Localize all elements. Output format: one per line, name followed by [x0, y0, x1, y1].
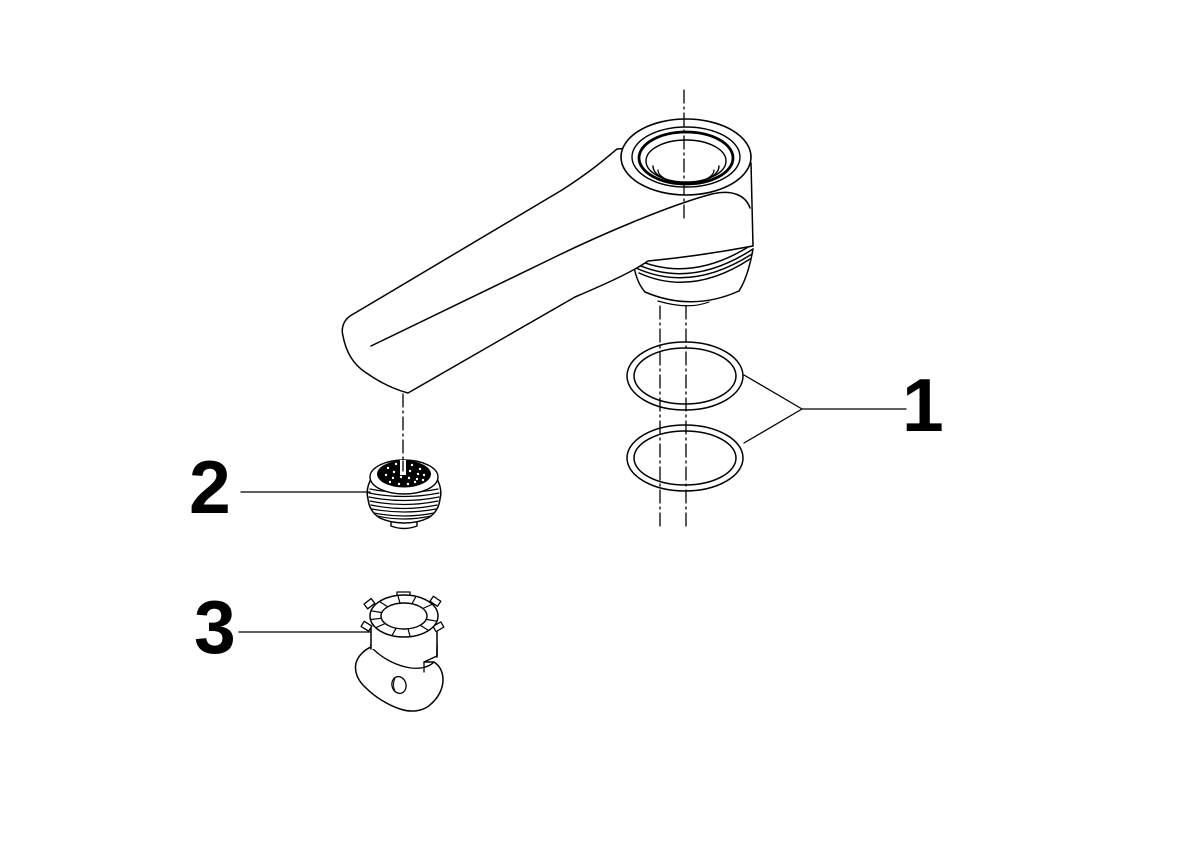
aerator-mesh-speckles	[384, 461, 426, 486]
spout-head-rim	[620, 118, 752, 196]
connector-drawing	[354, 591, 445, 712]
callout-label-1: 1	[902, 363, 944, 447]
leader-lines	[238, 374, 907, 633]
o-ring-lower	[626, 424, 744, 492]
callout-label-2: 2	[189, 445, 231, 529]
connector-castellation-ticks	[369, 595, 438, 637]
leader-line-1	[743, 374, 803, 444]
callout-label-3: 3	[194, 585, 236, 669]
aerator-drawing	[366, 459, 442, 530]
center-lines	[402, 89, 687, 528]
o-ring-upper	[626, 341, 744, 411]
